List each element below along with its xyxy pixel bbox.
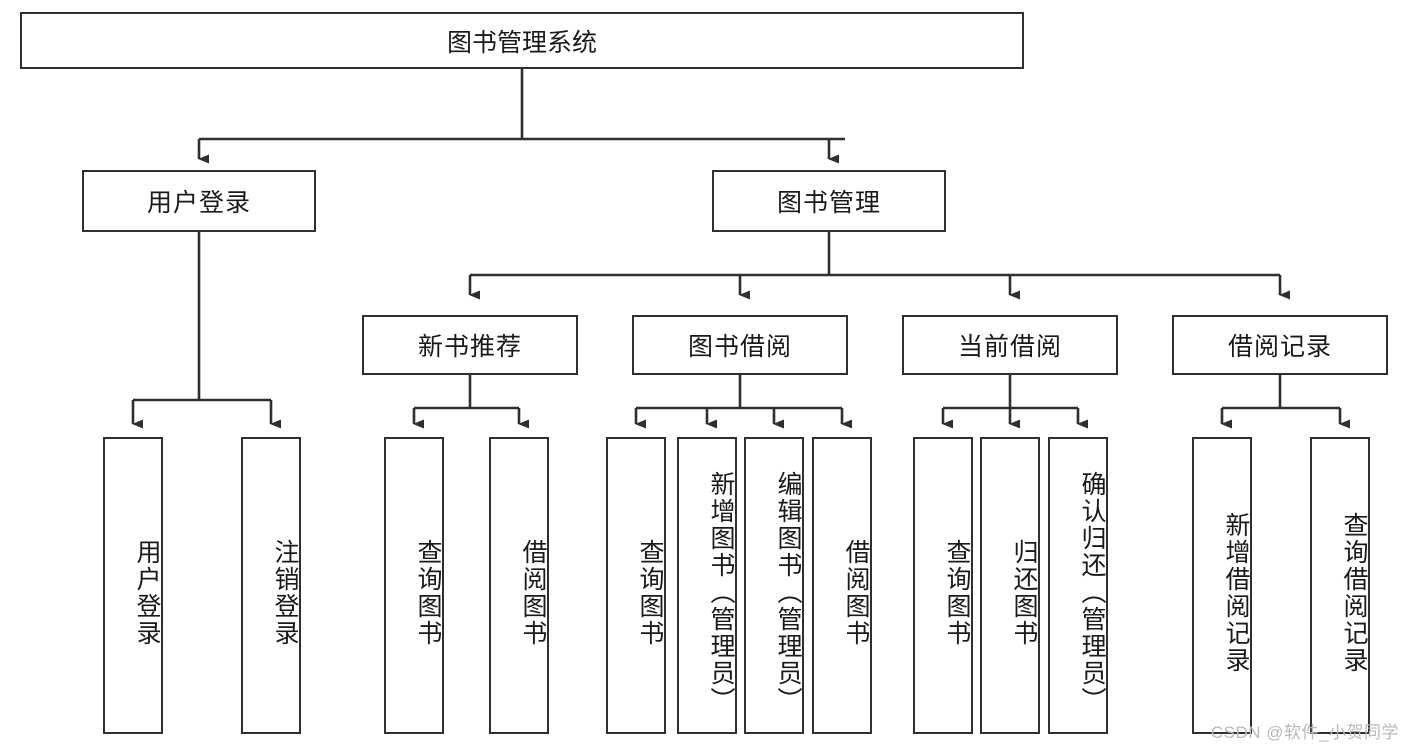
node-label: 归还图书 — [1010, 538, 1038, 647]
node-label: 新增借阅记录 — [1222, 511, 1250, 674]
leaf-book-borrow-add[interactable]: 新增图书（管理员） — [677, 437, 737, 734]
leaf-user-login-logout[interactable]: 注销登录 — [241, 437, 301, 734]
node-label: 当前借阅 — [957, 333, 1062, 361]
leaf-book-borrow-edit[interactable]: 编辑图书（管理员） — [744, 437, 804, 734]
node-label: 编辑图书（管理员） — [774, 471, 802, 714]
node-book-management[interactable]: 图书管理 — [712, 170, 946, 232]
node-borrow-record[interactable]: 借阅记录 — [1172, 315, 1388, 375]
leaf-book-borrow-borrow[interactable]: 借阅图书 — [812, 437, 872, 734]
leaf-book-borrow-query[interactable]: 查询图书 — [606, 437, 666, 734]
leaf-current-borrow-query[interactable]: 查询图书 — [913, 437, 973, 734]
node-label: 借阅图书 — [519, 538, 547, 647]
csdn-watermark: CSDN @软件_小贺同学 — [1210, 723, 1399, 742]
leaf-user-login-login[interactable]: 用户登录 — [103, 437, 163, 734]
leaf-borrow-record-query[interactable]: 查询借阅记录 — [1310, 437, 1370, 734]
node-current-borrow[interactable]: 当前借阅 — [902, 315, 1118, 375]
node-label: 新书推荐 — [417, 333, 522, 361]
node-new-book-recommend[interactable]: 新书推荐 — [362, 315, 578, 375]
node-label: 查询图书 — [943, 538, 971, 647]
node-label: 用户登录 — [133, 538, 161, 647]
node-book-borrow[interactable]: 图书借阅 — [632, 315, 848, 375]
node-label: 注销登录 — [271, 538, 299, 647]
node-label: 图书管理系统 — [446, 28, 597, 57]
leaf-current-borrow-return[interactable]: 归还图书 — [980, 437, 1040, 734]
node-label: 查询图书 — [414, 538, 442, 647]
node-label: 图书管理 — [776, 189, 881, 217]
leaf-new-book-query[interactable]: 查询图书 — [384, 437, 444, 734]
leaf-borrow-record-add[interactable]: 新增借阅记录 — [1192, 437, 1252, 734]
node-label: 用户登录 — [146, 189, 251, 217]
leaf-new-book-borrow[interactable]: 借阅图书 — [489, 437, 549, 734]
node-label: 查询借阅记录 — [1340, 511, 1368, 674]
node-label: 借阅记录 — [1227, 333, 1332, 361]
node-label: 借阅图书 — [842, 538, 870, 647]
node-user-login[interactable]: 用户登录 — [82, 170, 316, 232]
leaf-current-borrow-confirm-return[interactable]: 确认归还（管理员） — [1048, 437, 1108, 734]
node-label: 新增图书（管理员） — [707, 471, 735, 714]
node-label: 图书借阅 — [687, 333, 792, 361]
node-root-book-management-system[interactable]: 图书管理系统 — [20, 12, 1024, 69]
node-label: 确认归还（管理员） — [1078, 471, 1106, 714]
node-label: 查询图书 — [636, 538, 664, 647]
